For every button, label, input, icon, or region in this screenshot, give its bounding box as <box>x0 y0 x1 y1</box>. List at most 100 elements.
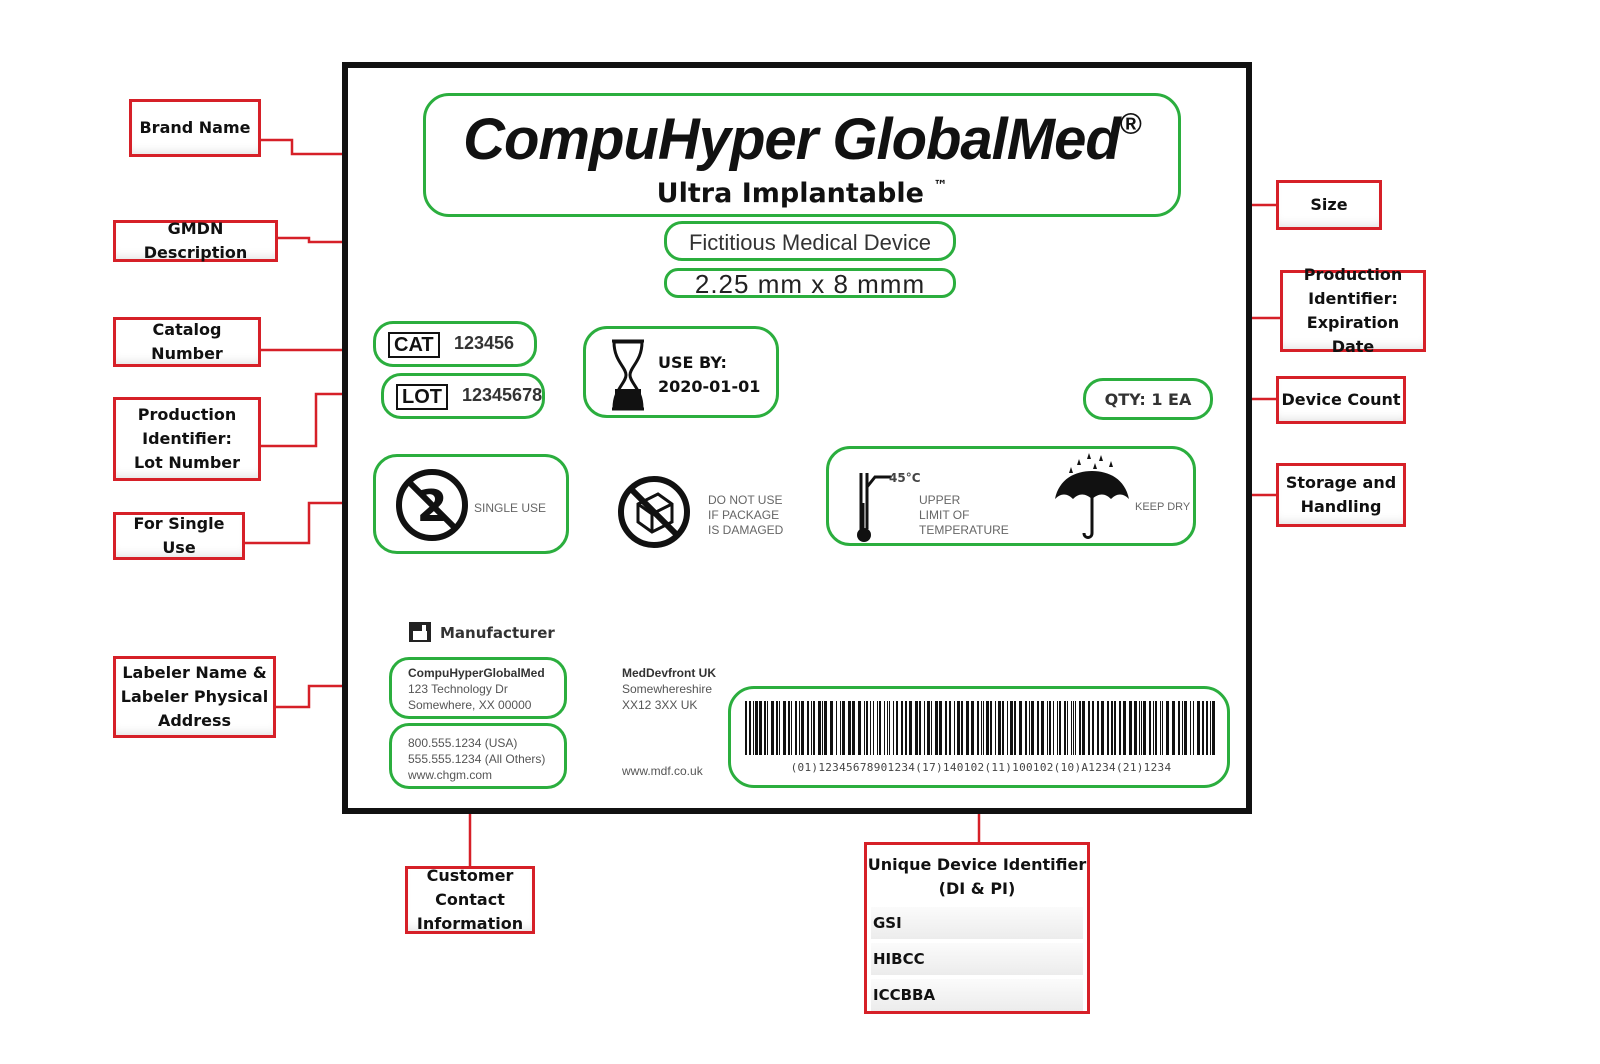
callout-udi: Unique Device Identifier (DI & PI) GSI H… <box>864 842 1090 1014</box>
labeler-street: 123 Technology Dr <box>408 682 508 696</box>
barcode-bar <box>1007 701 1008 755</box>
barcode-bar <box>822 701 823 755</box>
barcode-bar <box>995 701 996 755</box>
callout-storage-text: Storage and Handling <box>1285 473 1397 516</box>
barcode-bar <box>1041 701 1044 755</box>
barcode-bar <box>813 701 815 755</box>
barcode-bar <box>1210 701 1211 755</box>
damaged-package-text: DO NOT USE IF PACKAGE IS DAMAGED <box>708 493 783 538</box>
cat-symbol: CAT <box>388 332 440 358</box>
barcode-bar <box>1111 701 1113 755</box>
barcode-bar <box>753 701 754 755</box>
barcode-bar <box>986 701 989 755</box>
labeler-city: Somewhere, XX 00000 <box>408 698 532 712</box>
callout-lot-number: Production Identifier: Lot Number <box>113 397 261 481</box>
barcode-bar <box>1059 701 1061 755</box>
storage-box: 45°C UPPER LIMIT OF TEMPERATURE KEEP DRY <box>826 446 1196 546</box>
catalog-number: 123456 <box>454 333 515 353</box>
eu-rep-postcode: XX12 3XX UK <box>622 698 698 712</box>
barcode-bar <box>811 701 812 755</box>
eu-rep-website: www.mdf.co.uk <box>622 764 703 778</box>
barcode-bar <box>1025 701 1027 755</box>
product-name-text: Ultra Implantable <box>656 178 924 209</box>
barcode-bar <box>1182 701 1183 755</box>
barcode-bar <box>776 701 778 755</box>
manufacturer-label: Manufacturer <box>440 624 555 642</box>
device-size: 2.25 mm x 8 mmm <box>694 269 926 299</box>
barcode-bar <box>1160 701 1161 755</box>
barcode-bar <box>1166 701 1169 755</box>
barcode-bar <box>945 701 947 755</box>
barcode-bar <box>1155 701 1157 755</box>
barcode-bar <box>939 701 942 755</box>
phone-usa: 800.555.1234 (USA) <box>408 736 518 750</box>
registered-mark: ® <box>1119 108 1142 141</box>
udi-agency-hibcc: HIBCC <box>871 943 1083 975</box>
barcode-bar <box>858 701 861 755</box>
barcode-bar <box>870 701 871 755</box>
barcode-bar <box>983 701 984 755</box>
quantity-text: QTY: 1 EA <box>1104 390 1192 409</box>
labeler-name: CompuHyperGlobalMed <box>408 666 545 680</box>
callout-size: Size <box>1276 180 1382 230</box>
temp-line-1: UPPER <box>919 493 961 507</box>
barcode-bar <box>905 701 907 755</box>
barcode-bar <box>1067 701 1068 755</box>
barcode-bar <box>1129 701 1132 755</box>
barcode-bar <box>1172 701 1175 755</box>
barcode-bar <box>977 701 979 755</box>
barcode-bar <box>924 701 925 755</box>
barcode-bar <box>1031 701 1034 755</box>
barcode-bar <box>887 701 888 755</box>
barcode-bar <box>893 701 894 755</box>
barcode-bar <box>949 701 951 755</box>
barcode-bar <box>1047 701 1048 755</box>
barcode-bar <box>915 701 918 755</box>
barcode-bar <box>788 701 790 755</box>
callout-size-text: Size <box>1310 195 1348 214</box>
hourglass-icon <box>612 339 644 411</box>
barcode-bar <box>1107 701 1109 755</box>
barcode-bar <box>1064 701 1066 755</box>
use-by-box: USE BY: 2020-01-01 <box>583 326 779 418</box>
barcode-bar <box>884 701 885 755</box>
barcode-bar <box>1178 701 1180 755</box>
barcode-bar <box>1071 701 1072 755</box>
callout-device-count: Device Count <box>1276 376 1406 424</box>
damaged-line-3: IS DAMAGED <box>708 523 784 537</box>
barcode-bar <box>1143 701 1146 755</box>
barcode-bar <box>1197 701 1200 755</box>
barcode-bar <box>1075 701 1076 755</box>
barcode-bar <box>799 701 800 755</box>
barcode-bar <box>1184 701 1187 755</box>
trademark-mark: ™ <box>933 178 948 194</box>
barcode-bar <box>896 701 898 755</box>
barcode-human-readable: (01)12345678901234(17)140102(11)100102(1… <box>790 761 1172 774</box>
udi-agency-iccbba: ICCBBA <box>871 979 1083 1011</box>
barcode-bar <box>1114 701 1116 755</box>
barcode-bar <box>1202 701 1204 755</box>
barcode-bar <box>779 701 780 755</box>
barcode-bar <box>764 701 766 755</box>
callout-single-use: For Single Use <box>113 512 245 560</box>
barcode-bar <box>981 701 982 755</box>
callout-labeler-text: Labeler Name & Labeler Physical Address <box>120 663 269 730</box>
barcode-bar <box>966 701 969 755</box>
damaged-package-icon <box>618 476 690 548</box>
barcode-bar <box>879 701 881 755</box>
barcode-bar <box>759 701 762 755</box>
barcode-bar <box>791 701 792 755</box>
barcode-bar <box>801 701 804 755</box>
barcode-bar <box>1002 701 1004 755</box>
barcode-bar <box>998 701 1001 755</box>
barcode-bar <box>901 701 903 755</box>
lot-symbol: LOT <box>396 384 448 410</box>
barcode-bar <box>1212 701 1215 755</box>
barcode-bar <box>873 701 874 755</box>
brand-box: CompuHyper GlobalMed® Ultra Implantable … <box>423 93 1181 217</box>
barcode-bar <box>795 701 797 755</box>
callout-expiration-text: Production Identifier: Expiration Date <box>1303 265 1403 356</box>
barcode-bar <box>1149 701 1151 755</box>
damaged-line-1: DO NOT USE <box>708 493 783 507</box>
